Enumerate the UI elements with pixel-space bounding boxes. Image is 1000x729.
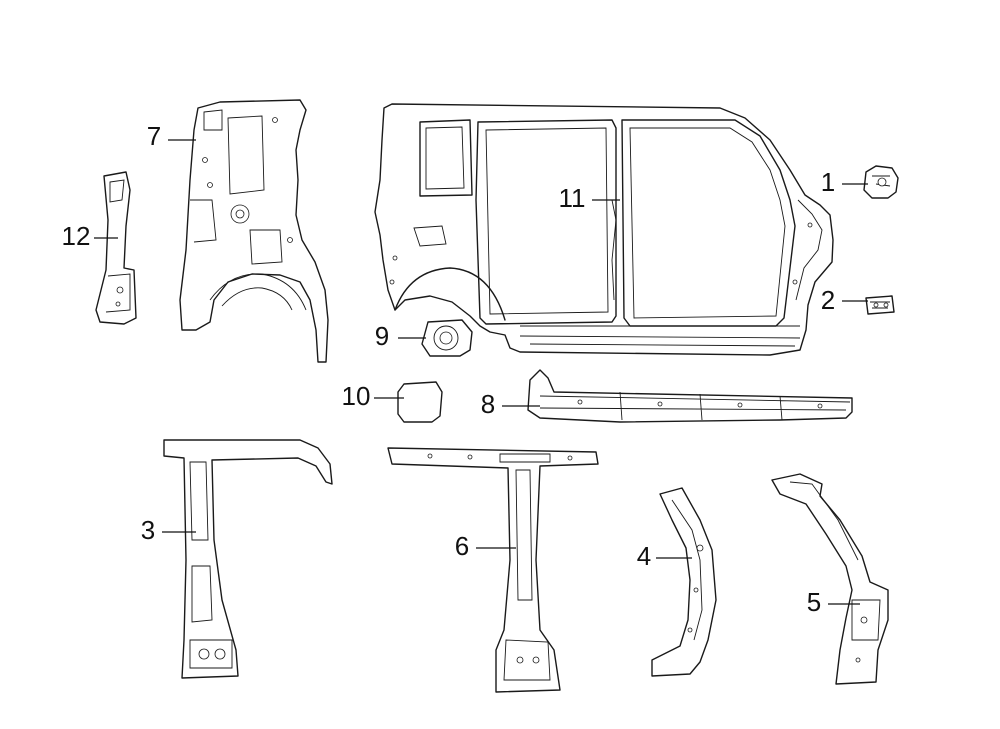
part-9-fuel-housing xyxy=(421,319,473,357)
callout-9: 9 xyxy=(375,321,389,351)
callout-1: 1 xyxy=(821,167,835,197)
leader-lines xyxy=(94,139,868,605)
part-7-wheelhouse-inner xyxy=(179,99,329,363)
part-12-pillar-reinforcement xyxy=(95,171,137,325)
callout-2: 2 xyxy=(821,285,835,315)
callout-4: 4 xyxy=(637,541,651,571)
part-10-fuel-door xyxy=(397,381,443,423)
part-5-a-pillar-outer xyxy=(771,473,889,685)
callout-6: 6 xyxy=(455,531,469,561)
callout-labels: 1 2 3 4 5 6 7 8 9 10 11 12 xyxy=(62,121,836,617)
part-6-center-pillar xyxy=(387,447,599,693)
callout-12: 12 xyxy=(62,221,91,251)
part-2-reinforcement xyxy=(865,295,895,315)
part-8-sill-rail xyxy=(527,369,853,423)
part-11-side-panel xyxy=(374,103,834,356)
callout-3: 3 xyxy=(141,515,155,545)
part-3-roof-rail-pillar xyxy=(163,439,333,679)
callout-5: 5 xyxy=(807,587,821,617)
part-1-bracket xyxy=(863,165,899,199)
callout-7: 7 xyxy=(147,121,161,151)
part-4-a-pillar-inner xyxy=(651,487,717,677)
callout-11: 11 xyxy=(559,183,586,213)
callout-8: 8 xyxy=(481,389,495,419)
callout-10: 10 xyxy=(342,381,371,411)
